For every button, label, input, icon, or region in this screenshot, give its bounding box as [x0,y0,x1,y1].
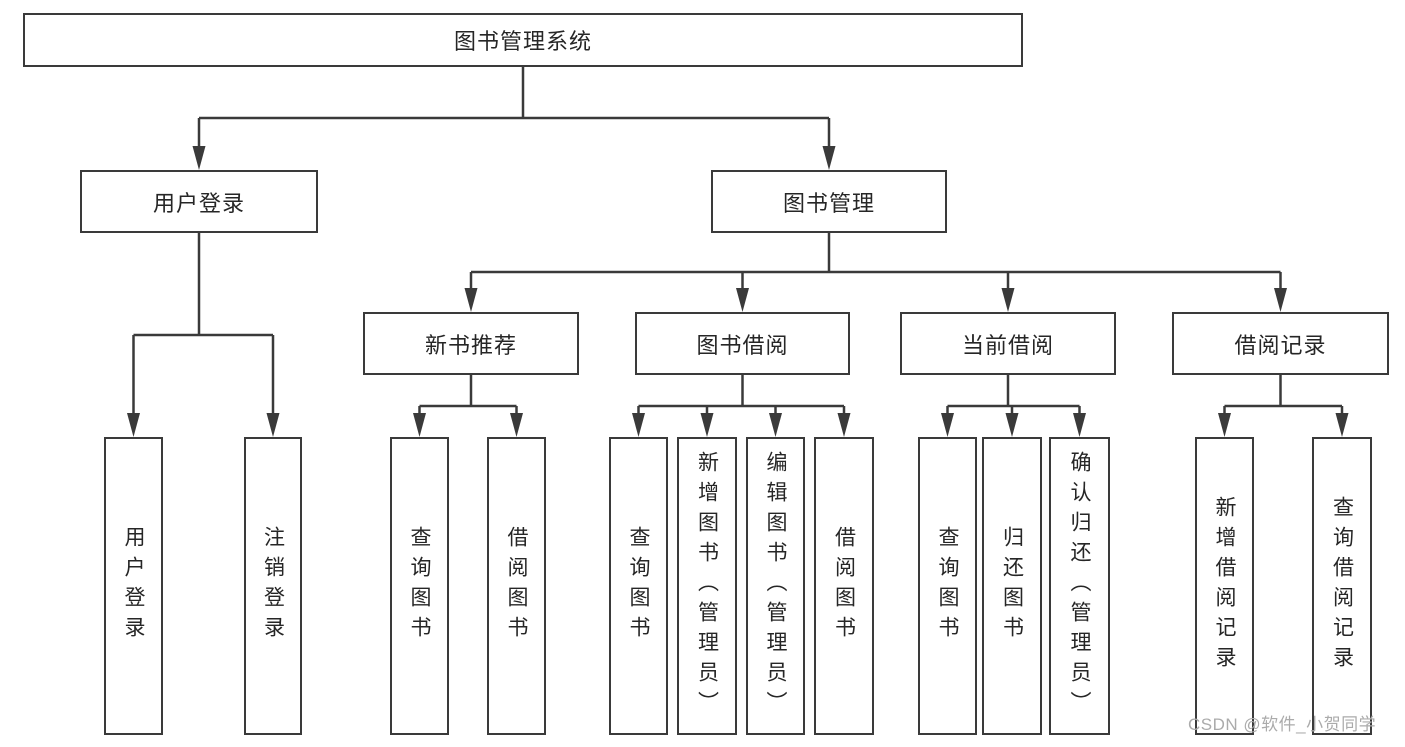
node-new-book-recommendation: 新书推荐 [363,312,579,375]
node-label: 确认归还（管理员） [1068,451,1091,721]
node-label: 借阅图书 [505,526,528,646]
csdn-watermark: CSDN @软件_小贺同学 [1188,715,1377,734]
node-label: 查询借阅记录 [1330,496,1354,676]
leaf-query-books-borrow: 查询图书 [609,437,668,735]
node-book-management: 图书管理 [711,170,947,233]
node-current-borrowing: 当前借阅 [900,312,1116,375]
leaf-confirm-return-admin: 确认归还（管理员） [1049,437,1110,735]
node-label: 新增图书（管理员） [695,451,719,721]
node-label: 新书推荐 [424,332,517,358]
leaf-borrow-books-recommend: 借阅图书 [487,437,546,735]
leaf-borrow-books: 借阅图书 [814,437,874,735]
node-label: 新增借阅记录 [1213,496,1236,676]
leaf-return-books: 归还图书 [982,437,1042,735]
node-book-borrowing: 图书借阅 [635,312,850,375]
node-label: 查询图书 [936,526,959,646]
node-label: 用户登录 [152,190,245,216]
node-label: 借阅图书 [832,526,856,646]
node-label: 用户登录 [122,526,145,646]
node-label: 注销登录 [261,526,285,646]
node-label: 查询图书 [627,526,650,646]
leaf-query-books-recommend: 查询图书 [390,437,449,735]
node-label: 归还图书 [1000,526,1024,646]
node-label: 编辑图书（管理员） [764,451,787,721]
node-label: 当前借阅 [961,332,1054,358]
leaf-add-books-admin: 新增图书（管理员） [677,437,737,735]
leaf-query-books-current: 查询图书 [918,437,977,735]
node-label: 借阅记录 [1234,332,1327,358]
leaf-add-borrow-record: 新增借阅记录 [1195,437,1254,735]
leaf-logout-login: 注销登录 [244,437,302,735]
leaf-query-borrow-record: 查询借阅记录 [1312,437,1372,735]
node-label: 图书管理 [782,190,875,216]
node-borrowing-records: 借阅记录 [1172,312,1389,375]
node-library-management-system: 图书管理系统 [23,13,1023,67]
leaf-user-login: 用户登录 [104,437,163,735]
node-user-login: 用户登录 [80,170,318,233]
leaf-edit-books-admin: 编辑图书（管理员） [746,437,805,735]
node-label: 查询图书 [408,526,431,646]
node-label: 图书借阅 [696,332,789,358]
node-label: 图书管理系统 [453,29,592,54]
